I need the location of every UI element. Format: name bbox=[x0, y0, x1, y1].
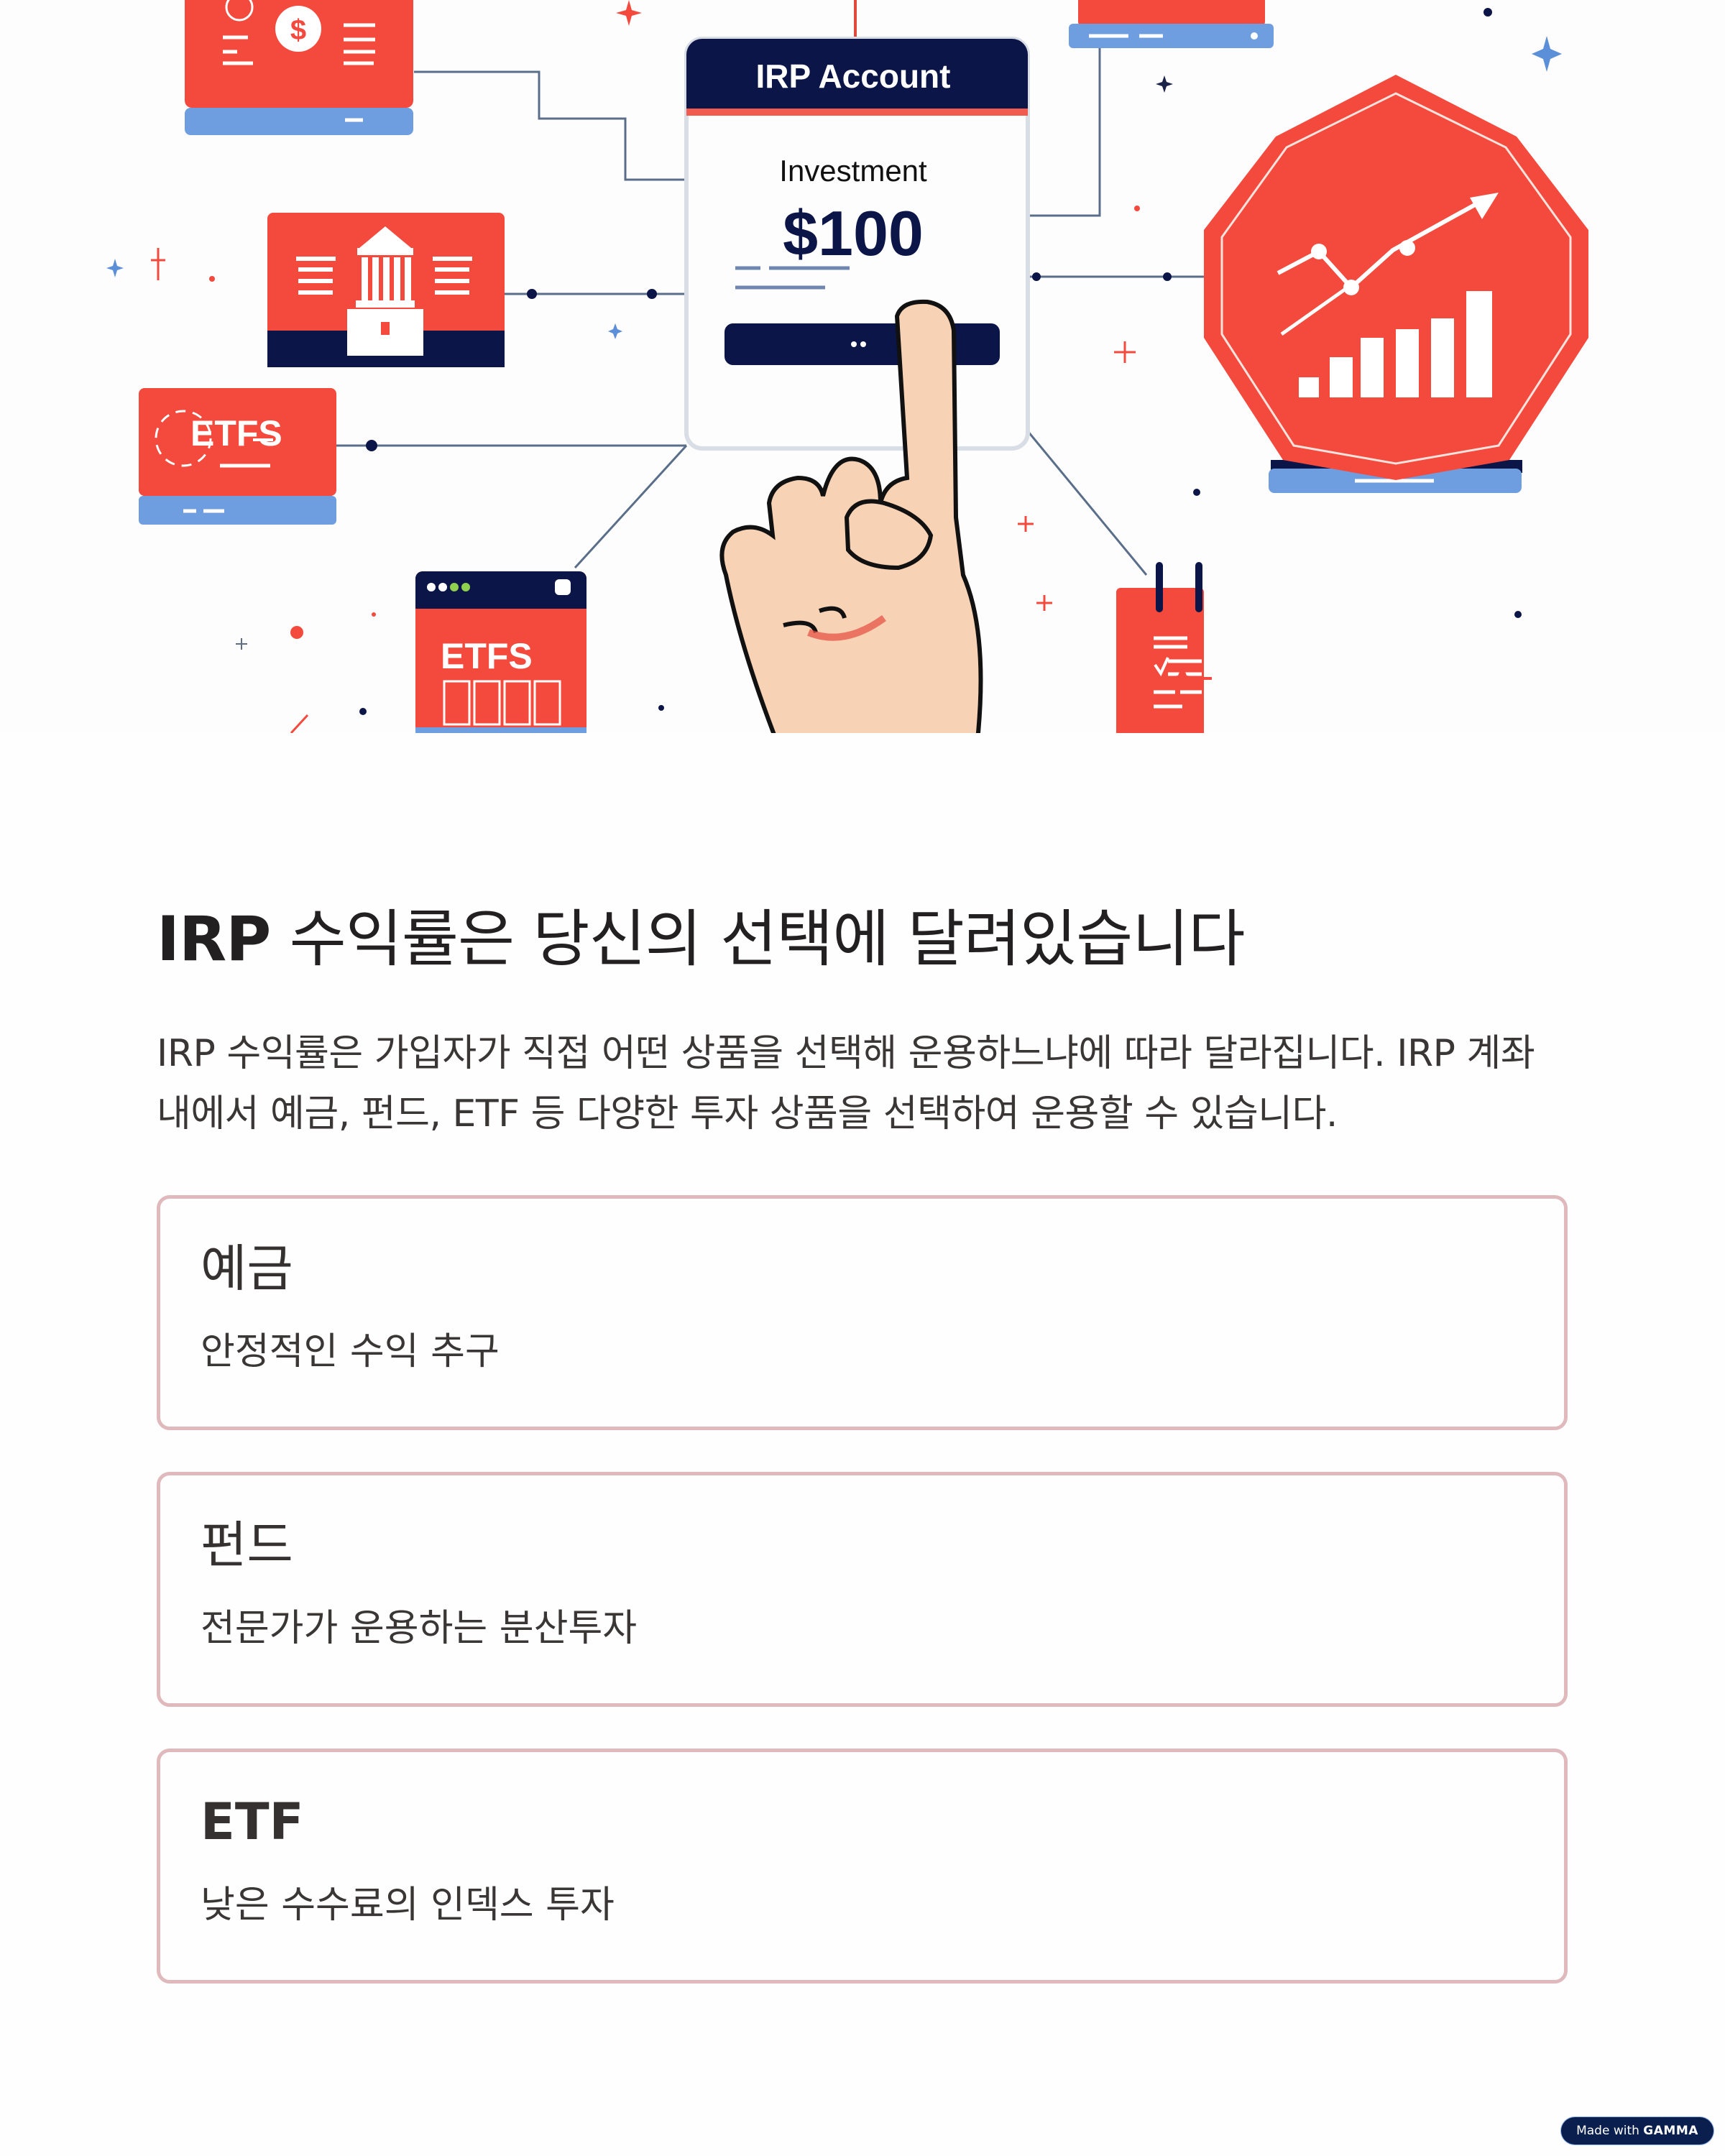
bank-card-icon bbox=[267, 213, 505, 367]
etfs-card-icon: ETFS bbox=[139, 388, 336, 525]
irp-account-card: IRP Account Investment $100 bbox=[684, 37, 1030, 451]
option-card-description: 낮은 수수료의 인덱스 투자 bbox=[201, 1884, 615, 1927]
investment-network-illustration: $ bbox=[106, 0, 1588, 733]
growth-chart-badge-icon bbox=[1204, 75, 1588, 493]
option-card-description: 안정적인 수익 추구 bbox=[201, 1330, 500, 1373]
hero-illustration: $ bbox=[0, 0, 1725, 733]
svg-text:ETFS: ETFS bbox=[441, 636, 533, 676]
badge-prefix: Made with bbox=[1576, 2124, 1644, 2138]
svg-text:Investment: Investment bbox=[779, 154, 927, 188]
page-title-bold: IRP bbox=[157, 903, 271, 975]
made-with-gamma-badge[interactable]: Made with GAMMA bbox=[1561, 2117, 1714, 2145]
option-card-etf: ETF 낮은 수수료의 인덱스 투자 bbox=[157, 1749, 1568, 1984]
pointing-hand-icon bbox=[719, 299, 983, 733]
gamma-logo-text: GAMMA bbox=[1643, 2124, 1698, 2138]
etfs-browser-icon: ETFS bbox=[415, 571, 586, 733]
intro-paragraph: IRP 수익률은 가입자가 직접 어떤 상품을 선택해 운용하느냐에 따라 달라… bbox=[157, 1032, 1535, 1135]
svg-text:IRP Account: IRP Account bbox=[756, 57, 951, 95]
svg-text:$100: $100 bbox=[783, 198, 924, 269]
option-card-deposit: 예금 안정적인 수익 추구 bbox=[157, 1195, 1568, 1430]
page-title: IRP 수익률은 당신의 선택에 달려있습니다 bbox=[157, 900, 1580, 979]
option-card-fund: 펀드 전문가가 운용하는 분산투자 bbox=[157, 1472, 1568, 1707]
option-card-title: 펀드 bbox=[201, 1516, 293, 1575]
option-card-title: ETF bbox=[201, 1792, 304, 1851]
page-title-rest: 수익률은 당신의 선택에 달려있습니다 bbox=[270, 903, 1246, 975]
option-card-description: 전문가가 운용하는 분산투자 bbox=[201, 1607, 638, 1650]
savings-card-icon: $ bbox=[185, 0, 413, 135]
option-card-title: 예금 bbox=[201, 1239, 293, 1298]
document-card-icon bbox=[1069, 0, 1274, 48]
checklist-calendar-icon bbox=[1116, 562, 1204, 733]
svg-text:ETFS: ETFS bbox=[190, 413, 282, 453]
svg-text:$: $ bbox=[290, 14, 306, 46]
